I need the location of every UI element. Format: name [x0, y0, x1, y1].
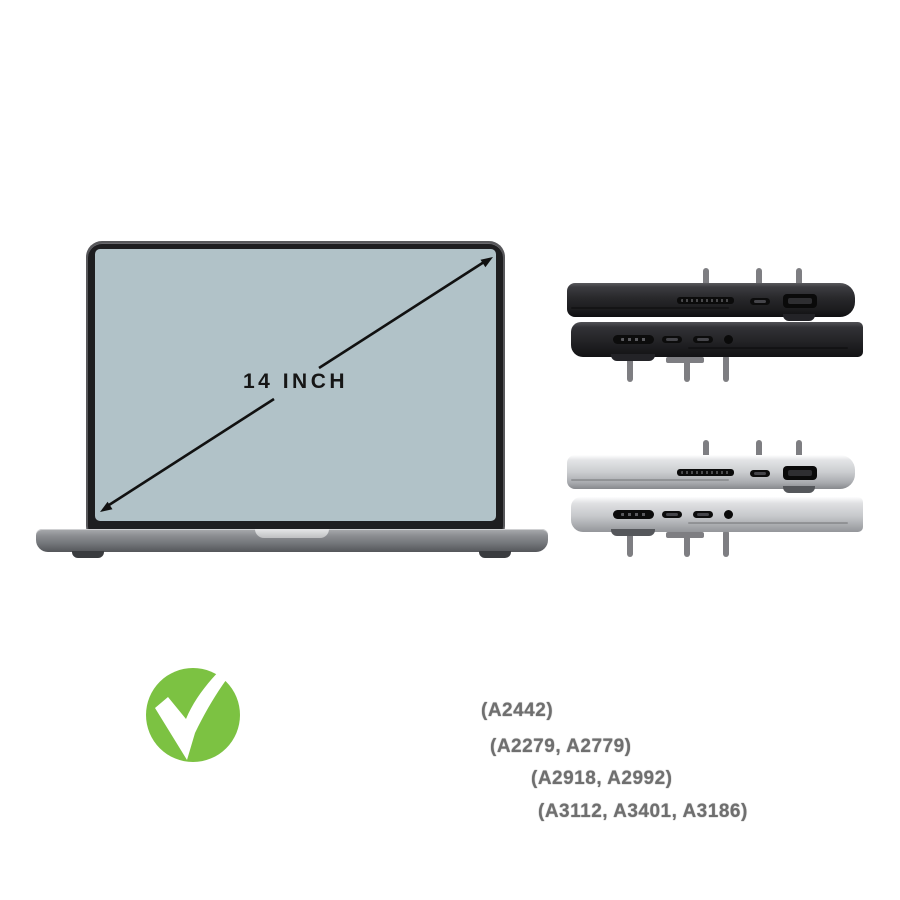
macbook-base — [36, 529, 548, 558]
usb-c-port — [750, 470, 770, 477]
side-view-space-black-right — [567, 283, 855, 321]
model-numbers-line: (A2442) — [481, 700, 554, 721]
headphone-jack — [724, 510, 733, 519]
callout-pin — [723, 355, 729, 382]
model-numbers-line: (A2279, A2779) — [490, 736, 632, 757]
magsafe-port — [613, 335, 654, 344]
callout-pin — [756, 268, 762, 286]
base-foot-left — [72, 551, 104, 558]
callout-pin — [684, 532, 690, 557]
headphone-jack — [724, 335, 733, 344]
usb-c-port — [693, 336, 713, 343]
rubber-foot — [611, 354, 655, 361]
checkmark-icon — [146, 644, 253, 762]
usb-c-port — [693, 511, 713, 518]
body-seam — [571, 307, 730, 309]
rubber-foot — [783, 314, 815, 321]
callout-pin — [756, 440, 762, 458]
diagonal-arrow-icon — [100, 257, 493, 512]
lid-lift-notch — [255, 529, 329, 538]
model-numbers-line: (A2918, A2992) — [531, 768, 673, 789]
usb-c-port — [662, 511, 682, 518]
callout-pin — [796, 268, 802, 286]
side-view-silver-right — [567, 455, 855, 493]
base-foot-right — [479, 551, 511, 558]
macbook-front-lid — [88, 243, 503, 540]
body-seam — [687, 522, 849, 524]
callout-pin — [723, 530, 729, 557]
macbook-screen — [95, 249, 496, 521]
side-view-space-black-left — [571, 322, 863, 361]
screen-size-label: 14 INCH — [243, 370, 349, 393]
hdmi-port — [783, 466, 817, 480]
callout-pin — [703, 268, 709, 286]
body-seam — [571, 479, 730, 481]
callout-pin — [703, 440, 709, 458]
callout-pin — [796, 440, 802, 458]
callout-pin — [627, 530, 633, 557]
model-numbers-line: (A3112, A3401, A3186) — [538, 801, 748, 822]
body-seam — [687, 347, 849, 349]
usb-c-port — [750, 298, 770, 305]
rubber-foot — [783, 486, 815, 493]
side-view-silver-left — [571, 497, 863, 536]
rubber-foot — [611, 529, 655, 536]
callout-pin — [627, 355, 633, 382]
hdmi-port — [783, 294, 817, 308]
sd-card-slot — [677, 297, 734, 304]
callout-pin — [684, 357, 690, 382]
usb-c-port — [662, 336, 682, 343]
magsafe-port — [613, 510, 654, 519]
sd-card-slot — [677, 469, 734, 476]
